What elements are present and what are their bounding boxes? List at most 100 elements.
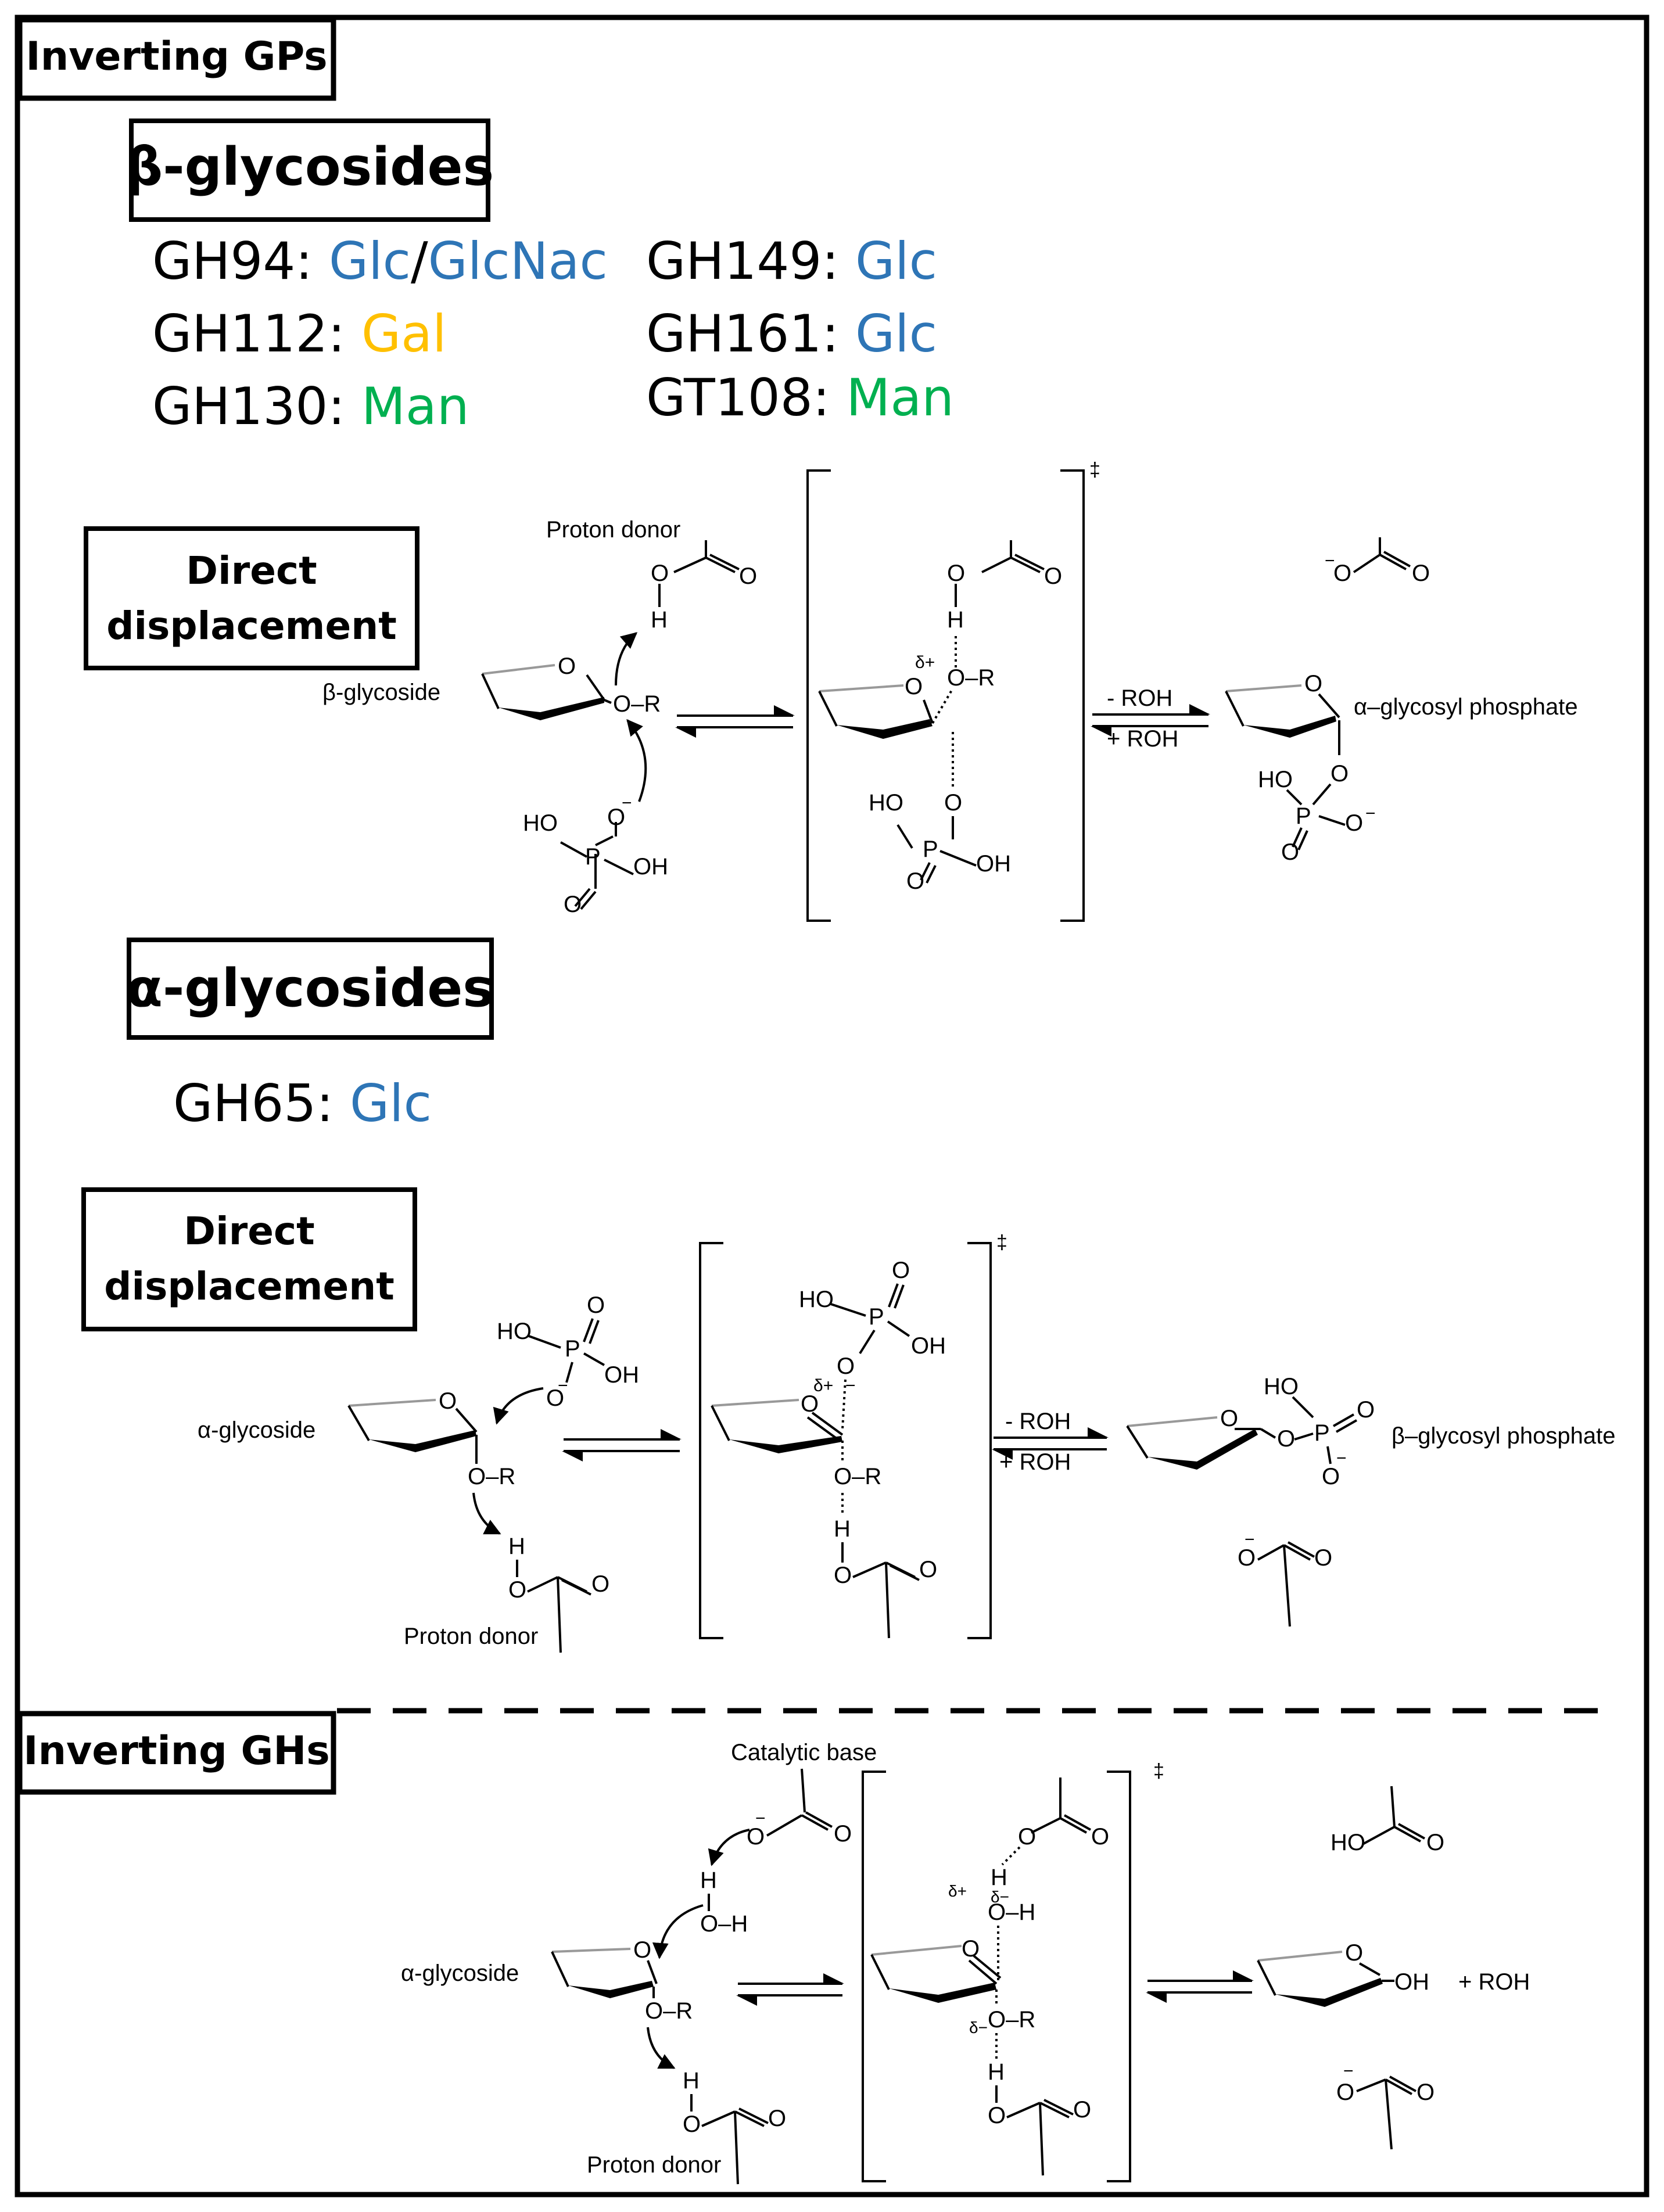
ts-mark: ‡ [1153, 1760, 1164, 1782]
svg-text:O: O [1018, 1824, 1036, 1850]
svg-text:O–R: O–R [988, 2007, 1035, 2033]
svg-text:O: O [747, 1824, 765, 1850]
svg-text:O: O [1331, 761, 1349, 787]
svg-text:O: O [633, 1937, 651, 1963]
svg-text:O: O [439, 1388, 457, 1414]
svg-text:HO: HO [1331, 1830, 1365, 1855]
svg-text:O: O [768, 2106, 786, 2131]
proton-donor-label: Proton donor [587, 2152, 721, 2178]
svg-text:O–R: O–R [613, 691, 661, 717]
svg-text:O–R: O–R [468, 1464, 515, 1489]
svg-text:H: H [508, 1534, 525, 1559]
svg-text:O: O [1044, 563, 1062, 589]
svg-text:H: H [988, 2059, 1005, 2085]
arrow-label-top: - ROH [1005, 1409, 1071, 1434]
svg-text:O: O [906, 868, 924, 894]
arrow-label-bottom: + ROH [1107, 726, 1178, 752]
alpha-mechanism-label: displacement [104, 1264, 395, 1309]
svg-text:O: O [1345, 1940, 1363, 1966]
family-line: GT108: Man [646, 368, 954, 428]
svg-text:O: O [801, 1391, 819, 1417]
svg-text:O: O [1357, 1397, 1375, 1423]
family-line: GH149: Glc [646, 231, 937, 291]
arrow-label-top: - ROH [1107, 685, 1172, 711]
svg-text:O: O [947, 561, 965, 586]
family-line: GH130: Man [152, 376, 469, 436]
svg-text:O: O [508, 1577, 526, 1603]
svg-text:−: − [755, 1809, 766, 1828]
svg-text:O: O [905, 674, 923, 699]
svg-text:HO: HO [1258, 767, 1293, 792]
svg-text:O: O [683, 2112, 701, 2137]
svg-text:HO: HO [497, 1319, 532, 1344]
acetic-acid [658, 540, 740, 607]
substrate-label: α-glycoside [401, 1960, 519, 1986]
outer-frame [15, 15, 1649, 2197]
catalytic-base-label: Catalytic base [731, 1740, 877, 1765]
svg-text:O–R: O–R [645, 1998, 693, 2024]
ts-bracket-right [1107, 1771, 1131, 2182]
alpha-mechanism-box [81, 1187, 417, 1331]
svg-text:P: P [565, 1336, 580, 1362]
svg-text:O: O [892, 1258, 910, 1283]
svg-text:H: H [947, 607, 964, 633]
svg-text:O: O [564, 892, 582, 917]
svg-text:O: O [1091, 1824, 1109, 1850]
svg-text:OH: OH [976, 851, 1011, 877]
beta-heading: β-glycosides [125, 137, 494, 198]
svg-text:O: O [1426, 1830, 1444, 1855]
svg-text:H: H [834, 1516, 851, 1542]
proton-donor-label: Proton donor [546, 517, 680, 543]
family-line: GH112: Gal [152, 304, 447, 364]
panel-label-box-gh [17, 1711, 336, 1795]
svg-text:−: − [845, 1376, 856, 1395]
svg-text:O: O [1304, 671, 1322, 696]
svg-text:OH: OH [911, 1333, 946, 1359]
ts-bracket-left [862, 1771, 886, 2182]
svg-text:O: O [837, 1353, 855, 1379]
svg-text:−: − [558, 1376, 568, 1395]
panel-label-gp: Inverting GPs [26, 34, 327, 80]
svg-text:HO: HO [1264, 1374, 1299, 1399]
svg-text:O: O [591, 1571, 609, 1597]
svg-text:O–H: O–H [988, 1899, 1035, 1925]
arrow-label-bottom: + ROH [999, 1449, 1071, 1475]
scheme-beta-gp: Proton donor O O H β-glycoside O O–R [322, 459, 1578, 922]
svg-text:O: O [607, 805, 625, 830]
beta-heading-box [129, 119, 490, 222]
plus-roh: + ROH [1458, 1969, 1530, 1995]
svg-text:O: O [1333, 561, 1351, 586]
svg-text:−: − [1343, 2062, 1354, 2081]
scheme-alpha-gp: α-glycoside O HO P OH O − O O–R H O O Pr… [198, 1231, 1615, 1653]
svg-text:HO: HO [869, 790, 903, 816]
svg-text:O: O [1416, 2080, 1435, 2105]
svg-text:O: O [739, 563, 757, 589]
panel-label-gh: Inverting GHs [23, 1728, 329, 1774]
svg-text:O: O [587, 1292, 605, 1318]
svg-text:O: O [1412, 561, 1430, 586]
substrate-label: α-glycoside [198, 1417, 315, 1443]
svg-text:O: O [558, 653, 576, 679]
substrate-label: β-glycoside [322, 680, 440, 705]
family-line: GH65: Glc [173, 1073, 432, 1133]
svg-text:δ+: δ+ [813, 1376, 833, 1395]
svg-text:O: O [1336, 2080, 1354, 2105]
svg-text:δ−: δ− [991, 1888, 1009, 1906]
product-label: α–glycosyl phosphate [1354, 694, 1578, 720]
ts-bracket-left [806, 469, 831, 922]
svg-text:O: O [1277, 1426, 1295, 1452]
svg-text:P: P [1314, 1420, 1330, 1446]
alpha-mechanism-label: Direct [184, 1209, 314, 1254]
svg-text:O: O [834, 1563, 852, 1588]
svg-text:O–R: O–R [947, 665, 995, 691]
product-oh: OH [1394, 1969, 1429, 1995]
svg-text:O: O [1314, 1545, 1332, 1571]
svg-text:O: O [1073, 2097, 1091, 2123]
svg-text:O: O [1345, 810, 1363, 836]
ts-bracket-right [1060, 469, 1085, 922]
ts-bracket-right [967, 1242, 992, 1639]
svg-text:HO: HO [799, 1287, 834, 1312]
scheme-gh: Catalytic base O − O H O–H α-glycoside O… [401, 1740, 1530, 2185]
svg-text:−: − [1336, 1449, 1347, 1468]
family-line: GH161: Glc [646, 304, 937, 364]
